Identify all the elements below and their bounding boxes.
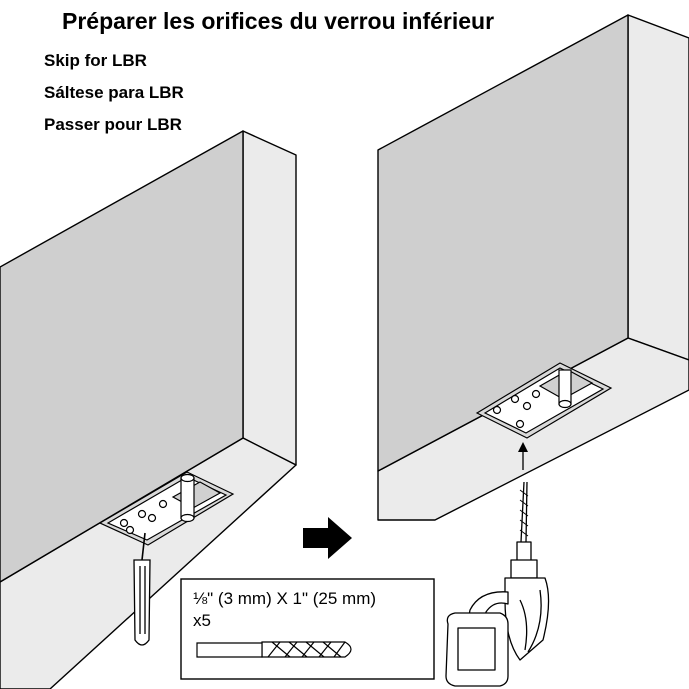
arrow-up-icon [518, 442, 528, 470]
drill-bit-spec-box [180, 578, 435, 680]
left-lock-plate [98, 471, 235, 546]
right-door-panel [377, 14, 689, 521]
drill-bit-icon [196, 641, 352, 658]
arrow-right-icon [303, 517, 352, 559]
note-french: Passer pour LBR [44, 115, 182, 134]
awl-icon [133, 532, 151, 646]
drill-bit-quantity: x5 [193, 611, 211, 630]
note-spanish: Sáltese para LBR [44, 83, 184, 102]
drill-icon [445, 481, 550, 687]
drill-bit-size: ⅛" (3 mm) X 1" (25 mm) [193, 589, 377, 608]
page-title: Préparer les orifices du verrou inférieu… [62, 8, 495, 34]
note-english: Skip for LBR [44, 51, 147, 70]
right-lock-plate [475, 362, 613, 439]
